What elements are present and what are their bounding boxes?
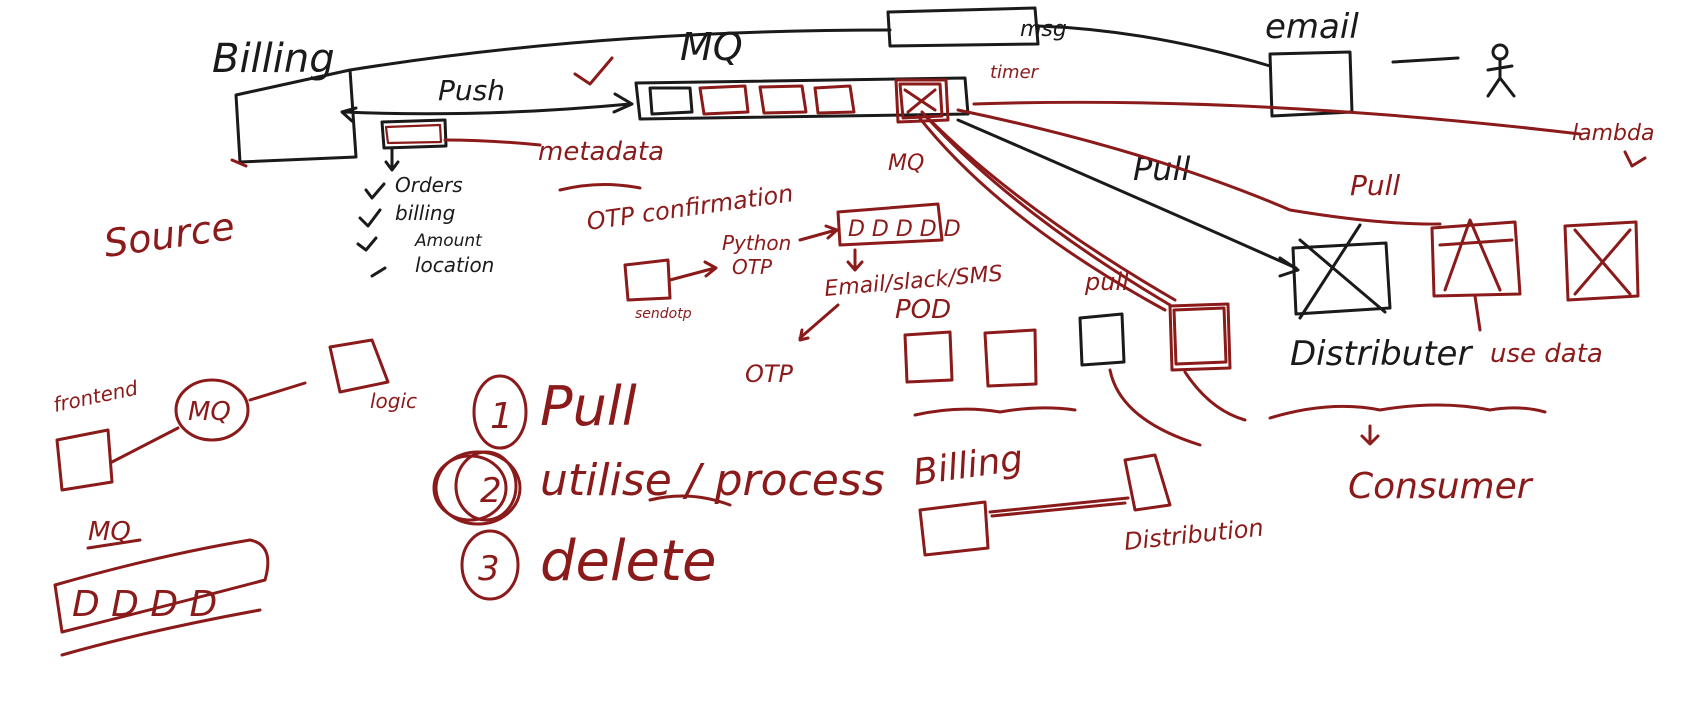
- step-circle: [460, 529, 520, 601]
- otp-mq-boxes: D D D D D: [848, 217, 961, 242]
- pod-box: [903, 330, 954, 384]
- mq-circle: [174, 378, 250, 442]
- email-node: email: [1036, 7, 1460, 118]
- pull-label: pull: [1084, 268, 1129, 296]
- svg-text:1: 1: [490, 396, 513, 437]
- billing-bottom-label: Billing: [911, 438, 1026, 494]
- billing-label: Billing: [212, 36, 335, 82]
- billing-distribution: Billing Distribution: [911, 438, 1265, 557]
- push-arrow: [343, 102, 632, 116]
- mq-bottom-container: [53, 538, 270, 634]
- lambda-flow: lambda: [972, 100, 1654, 168]
- distributer-node: [1291, 223, 1392, 320]
- mq-bottom-boxes: D D D D: [72, 584, 217, 625]
- frontend-label: frontend: [51, 376, 140, 417]
- otp-out-label: OTP: [745, 360, 794, 388]
- msg-label: msg: [1020, 17, 1067, 42]
- otp-mq-label: MQ: [888, 151, 924, 176]
- svg-text:3: 3: [478, 549, 500, 589]
- metadata-label: metadata: [538, 137, 664, 167]
- use-data-label: use data: [1490, 339, 1603, 369]
- step-text: delete: [540, 529, 716, 594]
- consumer-box: [1430, 220, 1522, 298]
- billing-bottom-box: [918, 500, 990, 557]
- otp-sender-box: [623, 258, 672, 302]
- lambda-label: lambda: [1572, 121, 1654, 146]
- distribution-box: [1123, 453, 1172, 512]
- metadata-list: Orders billing Amount location: [356, 173, 494, 278]
- queue-container: [634, 76, 970, 121]
- billing-source-node: Billing: [212, 36, 358, 164]
- pull-arrow-pod: pull: [916, 110, 1177, 312]
- logic-box: [328, 338, 390, 394]
- frontend-mq-logic: frontend MQ logic: [51, 338, 417, 492]
- step-text: utilise / process: [540, 455, 885, 506]
- svg-text:2: 2: [480, 471, 502, 511]
- consumer-group: Consumer: [1268, 403, 1547, 507]
- billing-box: [234, 68, 358, 164]
- queue-slot: [813, 84, 856, 115]
- pull-arrow-use-data: Pull: [956, 108, 1442, 226]
- otp-section: OTP confirmation MQ D D D D D sendotp Py…: [585, 151, 1004, 388]
- push-label: Push: [438, 74, 505, 107]
- step-circle: [472, 374, 528, 450]
- user-icon: [1486, 43, 1516, 98]
- queue-slot-active: [894, 78, 950, 124]
- pod-group: POD: [895, 295, 1247, 447]
- use-data-nodes: [1430, 218, 1640, 332]
- pod-label: POD: [895, 295, 951, 325]
- push-flow: Push: [340, 74, 634, 123]
- python-label: Python: [722, 231, 791, 255]
- distributer-box: [1291, 241, 1392, 316]
- queue-slot: [698, 84, 750, 116]
- consumer-box: [1563, 220, 1640, 302]
- process-steps: 1 Pull 2 utilise / process 3 delete: [432, 374, 885, 601]
- otp-title: OTP confirmation: [585, 179, 795, 236]
- logic-label: logic: [370, 389, 417, 413]
- pod-box-active: [1168, 302, 1232, 372]
- timer-label: timer: [990, 62, 1040, 83]
- queue-slot: [758, 84, 808, 115]
- check-mark: [573, 56, 614, 86]
- email-box: [1268, 50, 1354, 118]
- sendotp-label: sendotp: [635, 306, 692, 322]
- mq-circle-label: MQ: [188, 397, 231, 427]
- msg-node: msg: [348, 6, 1067, 72]
- svg-text:location: location: [415, 253, 494, 277]
- billing-underline: [230, 158, 248, 168]
- pod-box: [1078, 312, 1126, 367]
- mq-queue-bottom: MQ D D D D: [53, 517, 270, 657]
- otp-mq-box: [836, 202, 944, 247]
- distributer-label: Distributer: [1290, 334, 1473, 374]
- metadata-mini-box: [380, 118, 448, 172]
- svg-text:Amount: Amount: [414, 231, 483, 251]
- msg-box: [886, 6, 1040, 48]
- message-queue-top: MQ: [634, 25, 970, 124]
- distribution-label: Distribution: [1123, 513, 1265, 555]
- pod-box: [983, 328, 1038, 388]
- step-text: Pull: [540, 375, 637, 438]
- queue-slot: [648, 86, 694, 116]
- pull-label: Pull: [1350, 169, 1400, 202]
- svg-text:billing: billing: [395, 201, 455, 225]
- frontend-box: [55, 428, 114, 492]
- email-label: email: [1265, 7, 1359, 47]
- pull-arrow-distributer: Pull: [956, 118, 1300, 278]
- consumer-label: Consumer: [1348, 466, 1534, 507]
- otp-label: OTP: [732, 255, 773, 279]
- svg-text:Orders: Orders: [395, 173, 463, 197]
- metadata-note: metadata: [443, 137, 664, 192]
- source-label: Source: [101, 204, 237, 266]
